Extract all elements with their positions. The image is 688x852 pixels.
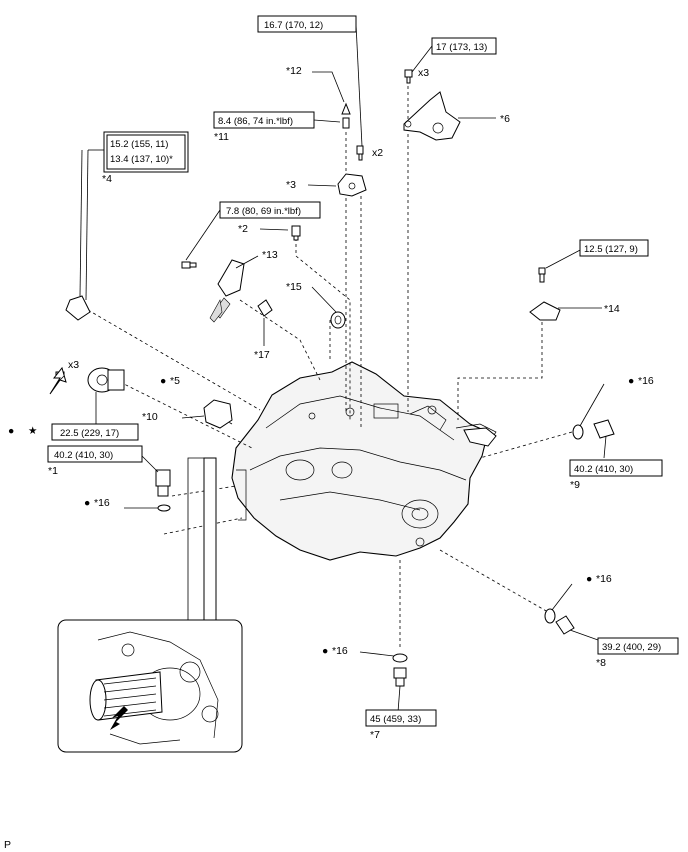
bolt-x3-left [49, 366, 67, 395]
callout-12: *12 [286, 65, 302, 77]
torque-cable-b-text: 13.4 (137, 10)* [110, 154, 173, 165]
callout-3: *3 [286, 179, 296, 191]
bolt-sensor [181, 261, 197, 269]
part-14-bracket [529, 267, 561, 321]
installation-lines [87, 80, 573, 650]
callout-15: *15 [286, 281, 302, 293]
part-16-gasket-left [157, 504, 171, 512]
bullet-symbol: ● [160, 375, 166, 387]
torque-plug8-text: 39.2 (400, 29) [602, 642, 661, 653]
bullet-symbol: ● [628, 375, 634, 387]
transaxle-case [231, 361, 497, 561]
part-12-cap [341, 102, 351, 115]
bullet-symbol: ● [322, 645, 328, 657]
torque-cable-a-text: 15.2 (155, 11) [110, 139, 168, 150]
callout-7: *7 [370, 729, 380, 741]
callout-4: *4 [102, 173, 112, 185]
callout-16-right-bottom: *16 [596, 573, 612, 585]
bolt-x2 [356, 145, 364, 161]
torque-bracket-text: 17 (173, 13) [436, 42, 487, 53]
torque-box-bolt14: 12.5 (127, 9) [579, 239, 649, 257]
torque-sensor-text: 7.8 (80, 69 in.*lbf) [226, 206, 301, 217]
shaft-detail-inset [57, 457, 243, 753]
part-4-cable [65, 149, 91, 321]
part-11-plug [342, 117, 350, 129]
torque-box-sensor: 7.8 (80, 69 in.*lbf) [219, 201, 321, 219]
bullet-symbol: ● [8, 425, 14, 437]
bullet-symbol: ● [84, 497, 90, 509]
part-15-ring [330, 311, 346, 329]
callout-13: *13 [262, 249, 278, 261]
part-6-bracket [403, 91, 461, 141]
callout-2: *2 [238, 223, 248, 235]
bolt-x3-top [404, 69, 413, 84]
qty-x3-left: x3 [68, 359, 79, 371]
star-symbol: ★ [28, 425, 38, 437]
part-5-cylinder [87, 367, 125, 393]
callout-14: *14 [604, 303, 620, 315]
leader-lines [59, 23, 607, 713]
footer-code: P [4, 839, 11, 851]
torque-box-cyl: 22.5 (229, 17) [51, 423, 139, 441]
torque-box-bracket: 17 (173, 13) [431, 37, 497, 55]
qty-x3-top: x3 [418, 67, 429, 79]
torque-box-cable: 15.2 (155, 11) 13.4 (137, 10)* [103, 131, 189, 173]
torque-top-text: 16.7 (170, 12) [264, 20, 323, 31]
part-3-bracket [337, 173, 367, 197]
part-9-plug [572, 419, 615, 440]
callout-8: *8 [596, 657, 606, 669]
torque-plug7-text: 45 (459, 33) [370, 714, 421, 725]
part-1-plug [155, 469, 171, 497]
part-2-plug [291, 225, 301, 241]
callout-10: *10 [142, 411, 158, 423]
torque-plug11-text: 8.4 (86, 74 in.*lbf) [218, 116, 293, 127]
part-17-pin [257, 299, 273, 317]
callout-16-bottom: *16 [332, 645, 348, 657]
torque-box-plug9: 40.2 (410, 30) [569, 459, 663, 477]
torque-cyl-text: 22.5 (229, 17) [60, 428, 119, 439]
callout-16-right-top: *16 [638, 375, 654, 387]
part-7-plug [392, 653, 408, 687]
callout-5: *5 [170, 375, 180, 387]
torque-box-plug1: 40.2 (410, 30) [47, 445, 143, 463]
callout-6: *6 [500, 113, 510, 125]
torque-plug1-text: 40.2 (410, 30) [54, 450, 113, 461]
callout-11: *11 [214, 131, 229, 143]
torque-box-plug8: 39.2 (400, 29) [597, 637, 679, 655]
part-10-block [203, 399, 233, 429]
torque-box-plug11: 8.4 (86, 74 in.*lbf) [213, 111, 315, 129]
callout-1: *1 [48, 465, 58, 477]
callout-16-left: *16 [94, 497, 110, 509]
bullet-symbol: ● [586, 573, 592, 585]
torque-box-top: 16.7 (170, 12) [257, 15, 357, 33]
callout-9: *9 [570, 479, 580, 491]
torque-plug9-text: 40.2 (410, 30) [574, 464, 633, 475]
torque-bolt14-text: 12.5 (127, 9) [584, 244, 638, 255]
torque-box-plug7: 45 (459, 33) [365, 709, 437, 727]
qty-x2: x2 [372, 147, 383, 159]
part-13-sensor [209, 259, 245, 323]
part-8-plug [544, 608, 575, 635]
callout-17: *17 [254, 349, 270, 361]
